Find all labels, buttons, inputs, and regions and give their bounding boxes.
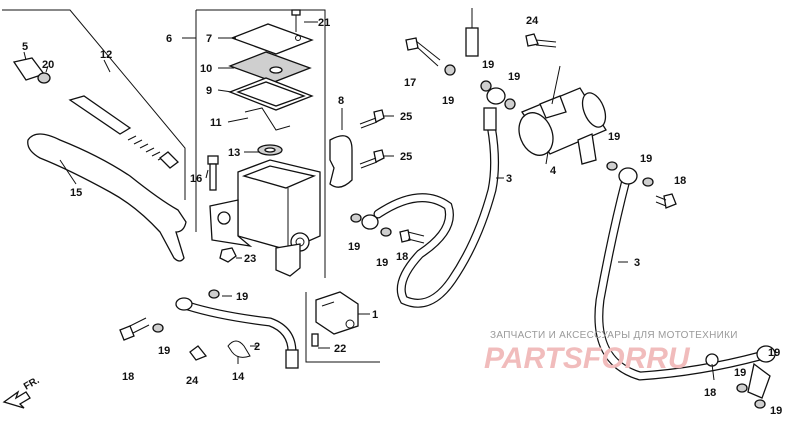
callout-19-d: 19 [376,257,388,269]
callout-18-right: 18 [674,175,686,187]
leader-lines [23,21,628,364]
callout-14: 14 [232,371,245,383]
nut-23 [219,247,237,263]
callout-4: 4 [550,165,557,177]
callout-11: 11 [210,117,222,129]
bolt-25-upper [359,109,385,129]
group-bracket-12 [2,9,186,200]
callout-21: 21 [318,17,330,29]
washer-19-f [504,98,516,110]
callout-15: 15 [70,187,82,199]
callout-8: 8 [338,95,344,107]
callout-17: 17 [404,77,416,89]
callout-19-f: 19 [482,59,494,71]
callout-19-c: 19 [348,241,360,253]
callout-labels: 1 2 3 3 4 5 6 7 8 9 10 11 12 13 14 15 16… [22,15,782,417]
pivot-bolt-16 [207,155,219,191]
callout-3-right: 3 [634,257,640,269]
washer-19-i [736,383,748,393]
washer-19-j [754,399,766,409]
callout-19-j: 19 [734,367,746,379]
brake-hose-2 [175,297,299,369]
callout-2: 2 [254,341,260,353]
callout-9: 9 [206,85,212,97]
callout-1: 1 [372,309,378,321]
callout-23: 23 [244,253,256,265]
brake-switch-1 [315,291,359,335]
washer-19-d [444,64,456,76]
washer-19-c [380,227,392,237]
bolt-25-lower [359,149,385,169]
callout-3-center: 3 [506,173,512,185]
group-bracket-1 [305,292,380,363]
callout-10: 10 [200,63,212,75]
bolt-24-lower [189,345,208,361]
joint-4 [518,65,607,165]
callout-13: 13 [228,147,240,159]
brake-hose-3-right [594,167,776,399]
callout-19-l: 19 [768,347,780,359]
reservoir-cap-parts [228,9,314,131]
callout-5: 5 [22,41,28,53]
callout-24-bottom: 24 [186,375,199,387]
bolt-18-center [399,229,425,244]
callout-12: 12 [100,49,112,61]
washer-19-e [480,80,492,92]
front-direction-indicator: FR. [2,375,42,409]
callout-22: 22 [334,343,346,355]
callout-19-e: 19 [442,95,454,107]
watermark-logo: PARTSFORRU [484,342,691,375]
banjo-bolt-18-left [119,317,164,341]
front-direction-label: FR. [22,375,42,393]
washer-19-h [642,177,654,187]
callout-19-b: 19 [236,291,248,303]
washer-19-a [208,289,220,299]
watermark: ЗАПЧАСТИ И АКСЕССУАРЫ ДЛЯ МОТОТЕХНИКИ PA… [484,330,738,375]
group-bracket-6 [196,9,326,278]
callout-18-center: 18 [396,251,408,263]
callout-19-a: 19 [158,345,170,357]
watermark-caption: ЗАПЧАСТИ И АКСЕССУАРЫ ДЛЯ МОТОТЕХНИКИ [490,330,738,341]
callout-18-bottom: 18 [704,387,716,399]
callout-19-i: 19 [640,153,652,165]
callout-6: 6 [166,33,172,45]
piston-set [12,57,179,169]
bolt-17 [405,37,441,67]
brake-lever-15 [27,133,187,262]
holder-8 [329,135,353,188]
screw-22 [311,333,319,347]
callout-7: 7 [206,33,212,45]
washer-19-b [350,213,362,223]
master-cylinder-body [209,144,321,277]
callout-16: 16 [190,173,202,185]
callout-25-lower: 25 [400,151,412,163]
callout-19-g: 19 [508,71,520,83]
callout-18-left: 18 [122,371,134,383]
callout-20: 20 [42,59,54,71]
callout-25-upper: 25 [400,111,412,123]
bolt-18-right [655,193,677,209]
washer-19-g [606,161,618,171]
callout-19-h: 19 [608,131,620,143]
callout-24-top: 24 [526,15,539,27]
brake-hose-3-center [361,8,506,308]
callout-19-k: 19 [770,405,782,417]
bolt-24-upper [525,33,557,48]
